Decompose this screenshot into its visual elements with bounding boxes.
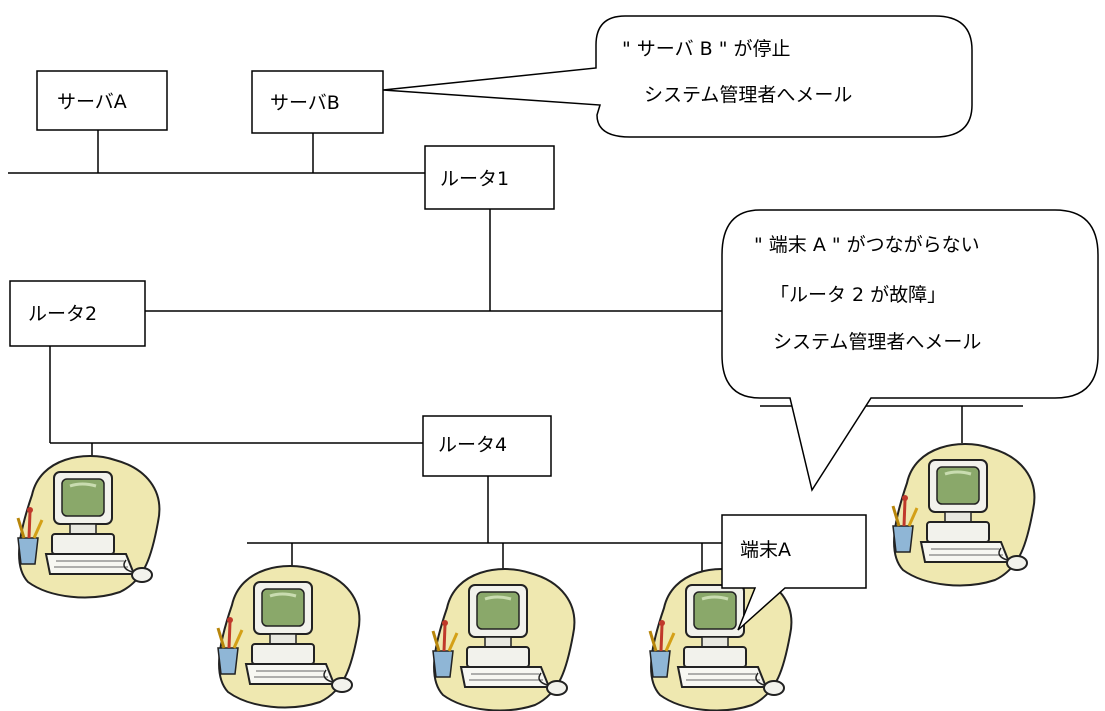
- router-4-label: ルータ4: [438, 434, 507, 456]
- router-2-label: ルータ2: [28, 303, 97, 325]
- server-a-label: サーバA: [57, 91, 127, 113]
- server-b-node: サーバB: [251, 70, 384, 134]
- terminal-a-node: 端末A: [721, 514, 867, 631]
- network-lines: [8, 130, 1023, 578]
- computer-icon: [431, 567, 576, 711]
- router-2-node: ルータ2: [9, 280, 146, 347]
- router-1-node: ルータ1: [424, 145, 555, 210]
- server-b-callout-line1: " サーバ B " が停止: [622, 38, 790, 60]
- server-b-callout: " サーバ B " が停止 システム管理者へメール: [382, 15, 973, 138]
- server-b-callout-line2: システム管理者へメール: [644, 84, 852, 106]
- computer-icon: [891, 442, 1036, 587]
- terminal-a-callout: " 端末 A " がつながらない 「ルータ 2 が故障」 システム管理者へメール: [721, 209, 1099, 492]
- router-4-node: ルータ4: [422, 415, 552, 477]
- computer-icon: [16, 454, 161, 599]
- terminal-a-callout-line2: 「ルータ 2 が故障」: [770, 284, 946, 306]
- terminal-a-label: 端末A: [740, 539, 791, 561]
- server-a-node: サーバA: [36, 70, 168, 131]
- terminal-a-callout-line1: " 端末 A " がつながらない: [754, 234, 980, 256]
- server-b-label: サーバB: [270, 92, 340, 114]
- computer-icon: [216, 564, 361, 709]
- terminal-a-callout-line3: システム管理者へメール: [773, 331, 981, 353]
- router-1-label: ルータ1: [440, 168, 509, 190]
